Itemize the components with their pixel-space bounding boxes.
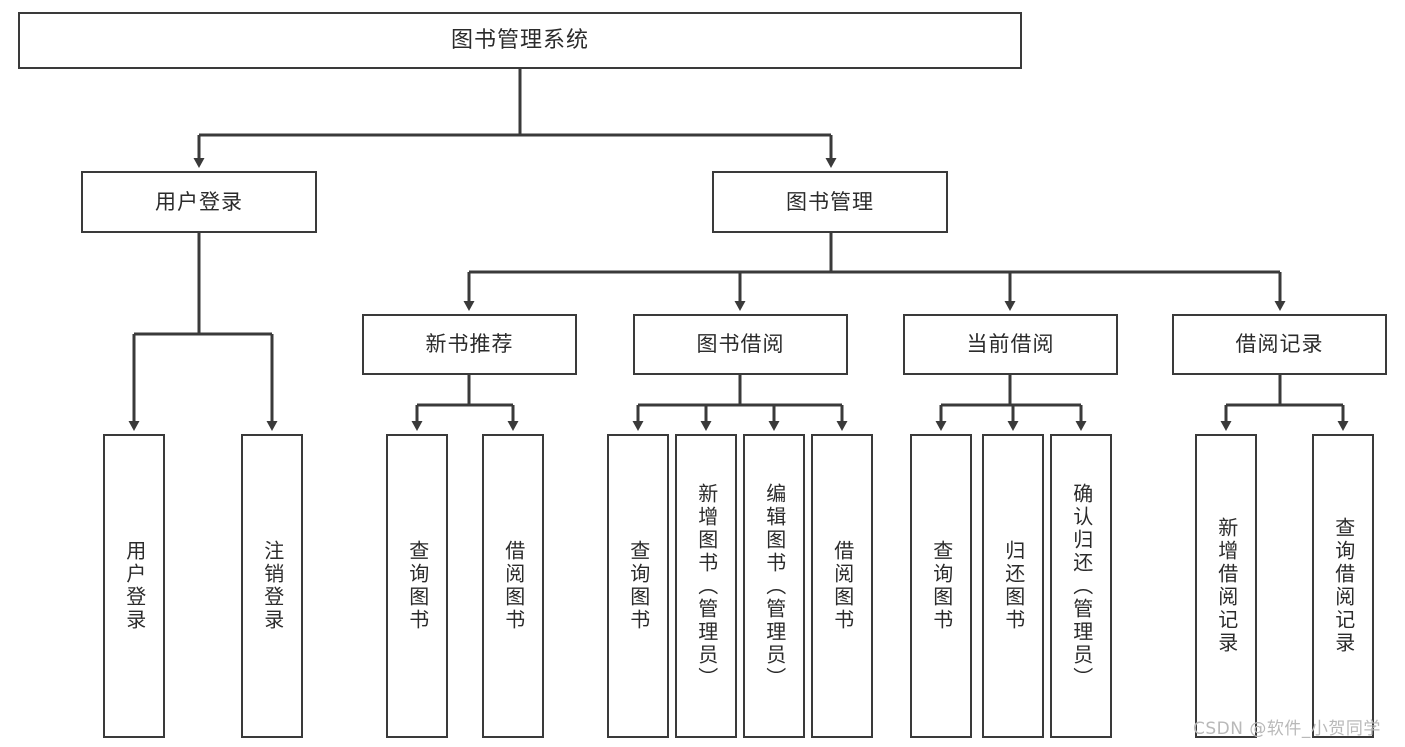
- node-leaf-cb-return-book[interactable]: 归还图书: [982, 434, 1044, 738]
- node-leaf-user-login[interactable]: 用户登录: [103, 434, 165, 738]
- node-leaf-bb-edit-book-label: 编辑图书（管理员）: [762, 482, 787, 690]
- node-current-borrow[interactable]: 当前借阅: [903, 314, 1118, 375]
- node-leaf-bb-query-book[interactable]: 查询图书: [607, 434, 669, 738]
- node-leaf-bb-add-book[interactable]: 新增图书（管理员）: [675, 434, 737, 738]
- node-book-borrow-label: 图书借阅: [696, 332, 785, 357]
- node-leaf-rec-query-book[interactable]: 查询图书: [386, 434, 448, 738]
- node-borrow-record[interactable]: 借阅记录: [1172, 314, 1387, 375]
- node-book-manage[interactable]: 图书管理: [712, 171, 948, 233]
- node-leaf-bb-add-book-label: 新增图书（管理员）: [694, 482, 719, 690]
- node-leaf-cb-return-book-label: 归还图书: [1001, 540, 1026, 632]
- connectors-book-borrow: [632, 375, 848, 431]
- node-leaf-rec-borrow-book-label: 借阅图书: [501, 540, 526, 632]
- node-leaf-cb-query-book[interactable]: 查询图书: [910, 434, 972, 738]
- node-leaf-bb-edit-book[interactable]: 编辑图书（管理员）: [743, 434, 805, 738]
- connectors-current-borrow: [935, 375, 1087, 431]
- node-leaf-br-query-record[interactable]: 查询借阅记录: [1312, 434, 1374, 738]
- node-leaf-br-add-record[interactable]: 新增借阅记录: [1195, 434, 1257, 738]
- csdn-watermark: CSDN @软件_小贺同学: [1193, 719, 1381, 739]
- node-user-login-label: 用户登录: [155, 189, 243, 214]
- connectors-user-login: [128, 233, 278, 431]
- node-leaf-br-query-record-label: 查询借阅记录: [1331, 517, 1356, 655]
- node-leaf-bb-query-book-label: 查询图书: [626, 540, 651, 632]
- node-leaf-br-add-record-label: 新增借阅记录: [1214, 517, 1239, 655]
- node-new-book-rec-label: 新书推荐: [425, 332, 514, 357]
- node-leaf-rec-query-book-label: 查询图书: [405, 540, 430, 632]
- node-leaf-rec-borrow-book[interactable]: 借阅图书: [482, 434, 544, 738]
- node-book-manage-label: 图书管理: [786, 189, 874, 214]
- node-leaf-logout[interactable]: 注销登录: [241, 434, 303, 738]
- node-leaf-bb-borrow-book-label: 借阅图书: [830, 540, 855, 632]
- node-book-borrow[interactable]: 图书借阅: [633, 314, 848, 375]
- node-leaf-cb-query-book-label: 查询图书: [929, 540, 954, 632]
- node-new-book-rec[interactable]: 新书推荐: [362, 314, 577, 375]
- node-borrow-record-label: 借阅记录: [1235, 332, 1324, 357]
- connectors-new-book-rec: [411, 375, 519, 431]
- node-user-login[interactable]: 用户登录: [81, 171, 317, 233]
- node-leaf-logout-label: 注销登录: [260, 540, 285, 632]
- connectors-root: [193, 69, 837, 168]
- node-leaf-bb-borrow-book[interactable]: 借阅图书: [811, 434, 873, 738]
- connectors-book-manage: [463, 233, 1286, 311]
- node-root-label: 图书管理系统: [450, 27, 589, 53]
- node-leaf-user-login-label: 用户登录: [122, 540, 147, 632]
- node-current-borrow-label: 当前借阅: [966, 332, 1055, 357]
- node-leaf-cb-confirm-return[interactable]: 确认归还（管理员）: [1050, 434, 1112, 738]
- node-leaf-cb-confirm-return-label: 确认归还（管理员）: [1069, 482, 1094, 690]
- node-root[interactable]: 图书管理系统: [18, 12, 1022, 69]
- connectors-borrow-record: [1220, 375, 1349, 431]
